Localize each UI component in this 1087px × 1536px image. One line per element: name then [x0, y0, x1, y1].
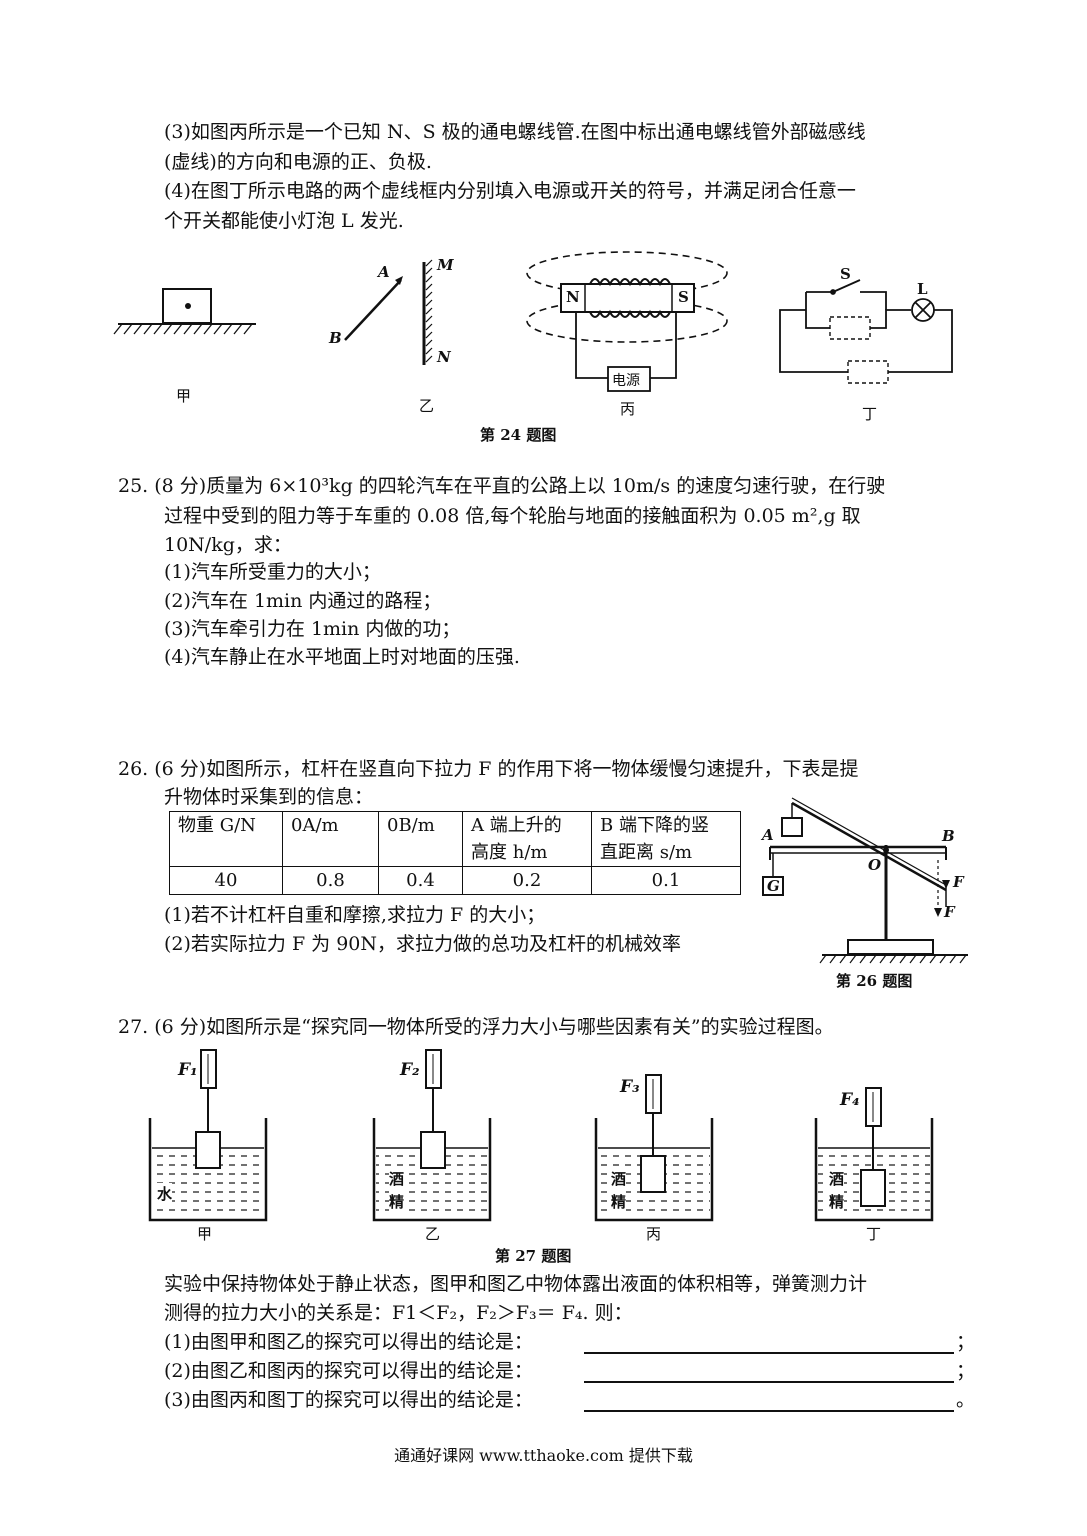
- q25-sub1: (1)汽车所受重力的大小；: [164, 561, 381, 583]
- liquid-label-alcohol: 酒: [829, 1168, 845, 1189]
- q27-caption: 第 27 题图: [495, 1247, 572, 1265]
- q27-end1: ；: [956, 1331, 976, 1353]
- beaker-label-bing: 丙: [646, 1225, 662, 1243]
- answer-blank-2[interactable]: [584, 1381, 954, 1383]
- label-A: A: [378, 263, 390, 281]
- pole-N: N: [566, 288, 580, 306]
- table-header-row: 物重 G/N 0A/m 0B/m A 端上升的高度 h/m B 端下降的竖直距离…: [169, 811, 741, 867]
- table-header-cell: A 端上升的高度 h/m: [462, 811, 592, 867]
- liquid-label-alcohol: 酒: [611, 1168, 627, 1189]
- q26-sub2: (2)若实际拉力 F 为 90N，求拉力做的总功及杠杆的机械效率: [164, 933, 682, 955]
- fig-label-yi: 乙: [419, 397, 435, 415]
- table-header-cell: 0A/m: [282, 811, 379, 867]
- q25-sub2: (2)汽车在 1min 内通过的路程；: [164, 590, 442, 612]
- q25-line1: 25. (8 分)质量为 6×10³kg 的四轮汽车在平直的公路上以 10m/s…: [118, 475, 886, 497]
- answer-blank-3[interactable]: [584, 1410, 954, 1412]
- lever-label-G: G: [767, 877, 780, 895]
- pole-S: S: [678, 288, 689, 306]
- fig-yi-mirror: [344, 259, 433, 365]
- table-row: 40 0.8 0.4 0.2 0.1: [169, 866, 741, 895]
- table-cell: 40: [169, 866, 283, 895]
- liquid-label-alcohol: 酒: [389, 1168, 405, 1189]
- q26-data-table: 物重 G/N 0A/m 0B/m A 端上升的高度 h/m B 端下降的竖直距离…: [169, 811, 741, 895]
- beaker-label-F4: F₄: [840, 1090, 860, 1110]
- q24-part4-line1: (4)在图丁所示电路的两个虚线框内分别填入电源或开关的符号，并满足闭合任意一: [164, 180, 856, 202]
- beaker-label-F2: F₂: [400, 1060, 420, 1080]
- table-cell: 0.1: [591, 866, 741, 895]
- fig-label-bing: 丙: [620, 400, 636, 418]
- q27-desc2: 测得的拉力大小的关系是：F1＜F₂，F₂＞F₃＝ F₄. 则：: [164, 1302, 633, 1324]
- table-header-cell: B 端下降的竖直距离 s/m: [591, 811, 741, 867]
- q27-conclusion3-label: (3)由图丙和图丁的探究可以得出的结论是：: [164, 1389, 533, 1411]
- q24-caption: 第 24 题图: [480, 426, 557, 444]
- q27-line1: 27. (6 分)如图所示是“探究同一物体所受的浮力大小与哪些因素有关”的实验过…: [118, 1016, 834, 1038]
- q24-part4-line2: 个开关都能使小灯泡 L 发光.: [164, 210, 404, 232]
- switch-S-label: S: [840, 265, 851, 283]
- q25-line2: 过程中受到的阻力等于车重的 0.08 倍,每个轮胎与地面的接触面积为 0.05 …: [164, 505, 861, 527]
- fig-label-jia: 甲: [176, 387, 192, 405]
- q25-sub4: (4)汽车静止在水平地面上时对地面的压强.: [164, 646, 520, 668]
- q25-line3: 10N/kg，求：: [164, 534, 292, 556]
- q26-line2: 升物体时采集到的信息：: [164, 786, 374, 808]
- fig-label-ding: 丁: [862, 405, 878, 423]
- power-source-label: 电源: [612, 373, 640, 389]
- fig-jia-block-on-ground: [113, 288, 256, 335]
- q27-end3: 。: [956, 1389, 976, 1411]
- lever-label-B: B: [942, 827, 955, 845]
- q27-end2: ；: [956, 1360, 976, 1382]
- beaker-label-F3: F₃: [620, 1077, 640, 1097]
- liquid-label-alcohol: 精: [829, 1191, 845, 1212]
- q24-part3-line2: (虚线)的方向和电源的正、负极.: [164, 151, 432, 173]
- beaker-label-jia: 甲: [197, 1225, 213, 1243]
- beaker-label-F1: F₁: [178, 1060, 198, 1080]
- lever-label-F-upper: F: [953, 873, 964, 891]
- label-N-mirror: N: [437, 348, 451, 366]
- liquid-label-alcohol: 精: [611, 1191, 627, 1212]
- beaker-yi: [372, 1049, 492, 1222]
- label-B: B: [329, 329, 342, 347]
- table-cell: 0.2: [462, 866, 592, 895]
- lever-label-A: A: [762, 826, 774, 844]
- q25-sub3: (3)汽车牵引力在 1min 内做的功；: [164, 618, 461, 640]
- beaker-label-yi: 乙: [425, 1225, 441, 1243]
- fig-bing-solenoid: [526, 251, 728, 392]
- q27-conclusion2-label: (2)由图乙和图丙的探究可以得出的结论是：: [164, 1360, 533, 1382]
- lamp-L-label: L: [917, 280, 928, 298]
- q27-conclusion1-label: (1)由图甲和图乙的探究可以得出的结论是：: [164, 1331, 533, 1353]
- liquid-label-water: 水: [157, 1183, 173, 1204]
- table-cell: 0.8: [282, 866, 379, 895]
- table-cell: 0.4: [378, 866, 463, 895]
- label-M: M: [437, 256, 454, 274]
- q24-part3-line1: (3)如图丙所示是一个已知 N、S 极的通电螺线管.在图中标出通电螺线管外部磁感…: [164, 121, 866, 143]
- q26-sub1: (1)若不计杠杆自重和摩擦,求拉力 F 的大小；: [164, 904, 546, 926]
- liquid-label-alcohol: 精: [389, 1191, 405, 1212]
- fig-ding-circuit: [779, 279, 953, 384]
- table-header-cell: 0B/m: [378, 811, 463, 867]
- answer-blank-1[interactable]: [584, 1352, 954, 1354]
- q26-caption: 第 26 题图: [836, 972, 913, 990]
- lever-label-O: O: [868, 856, 882, 874]
- q26-line1: 26. (6 分)如图所示，杠杆在竖直向下拉力 F 的作用下将一物体缓慢匀速提升…: [118, 758, 859, 780]
- beaker-label-ding: 丁: [866, 1225, 882, 1243]
- page-footer: 通通好课网 www.tthaoke.com 提供下载: [394, 1446, 693, 1465]
- lever-label-F-lower: F: [944, 903, 955, 921]
- q27-desc1: 实验中保持物体处于静止状态，图甲和图乙中物体露出液面的体积相等，弹簧测力计: [164, 1273, 868, 1295]
